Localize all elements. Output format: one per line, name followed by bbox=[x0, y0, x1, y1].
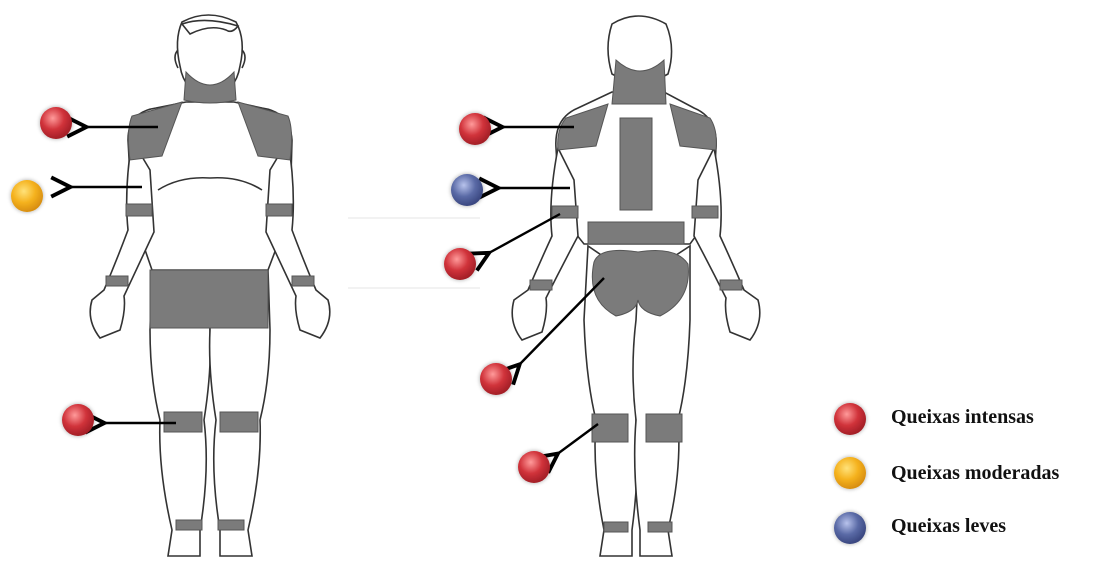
back-shade-spine bbox=[620, 118, 652, 210]
legend-label-moderate: Queixas moderadas bbox=[891, 462, 1059, 485]
legend-label-intense: Queixas intensas bbox=[891, 406, 1034, 429]
back-shade-right-elbow bbox=[692, 206, 718, 218]
front-left-arm bbox=[90, 140, 154, 338]
front-right-arm bbox=[266, 140, 330, 338]
marker-back-upper-light bbox=[451, 174, 483, 206]
front-shade-left-ankle bbox=[176, 520, 202, 530]
legend bbox=[834, 403, 866, 544]
back-shade-right-wrist bbox=[720, 280, 742, 290]
legend-dot-intense bbox=[834, 403, 866, 435]
front-shade-right-ankle bbox=[218, 520, 244, 530]
marker-back-elbow-intense bbox=[444, 248, 476, 280]
front-shade-right-wrist bbox=[292, 276, 314, 286]
marker-back-knee-intense bbox=[518, 451, 550, 483]
legend-label-light: Queixas leves bbox=[891, 515, 1006, 538]
legend-dot-light bbox=[834, 512, 866, 544]
back-shade-right-knee bbox=[646, 414, 682, 442]
back-right-arm bbox=[694, 148, 760, 340]
back-shade-left-wrist bbox=[530, 280, 552, 290]
back-shade-left-knee bbox=[592, 414, 628, 442]
back-left-arm bbox=[512, 148, 578, 340]
front-shade-right-knee bbox=[220, 412, 258, 432]
front-shade-right-elbow bbox=[266, 204, 292, 216]
marker-front-knee-intense bbox=[62, 404, 94, 436]
back-shade-lower-back bbox=[588, 222, 684, 244]
back-shade-right-ankle bbox=[648, 522, 672, 532]
legend-dot-moderate bbox=[834, 457, 866, 489]
front-shade-left-wrist bbox=[106, 276, 128, 286]
back-shade-buttocks bbox=[592, 250, 688, 316]
front-shade-hips bbox=[150, 270, 268, 328]
marker-front-shoulder-intense bbox=[40, 107, 72, 139]
marker-back-shoulder-intense bbox=[459, 113, 491, 145]
front-shade-left-elbow bbox=[126, 204, 152, 216]
marker-front-arm-moderate bbox=[11, 180, 43, 212]
back-shade-left-ankle bbox=[604, 522, 628, 532]
marker-back-hip-intense bbox=[480, 363, 512, 395]
